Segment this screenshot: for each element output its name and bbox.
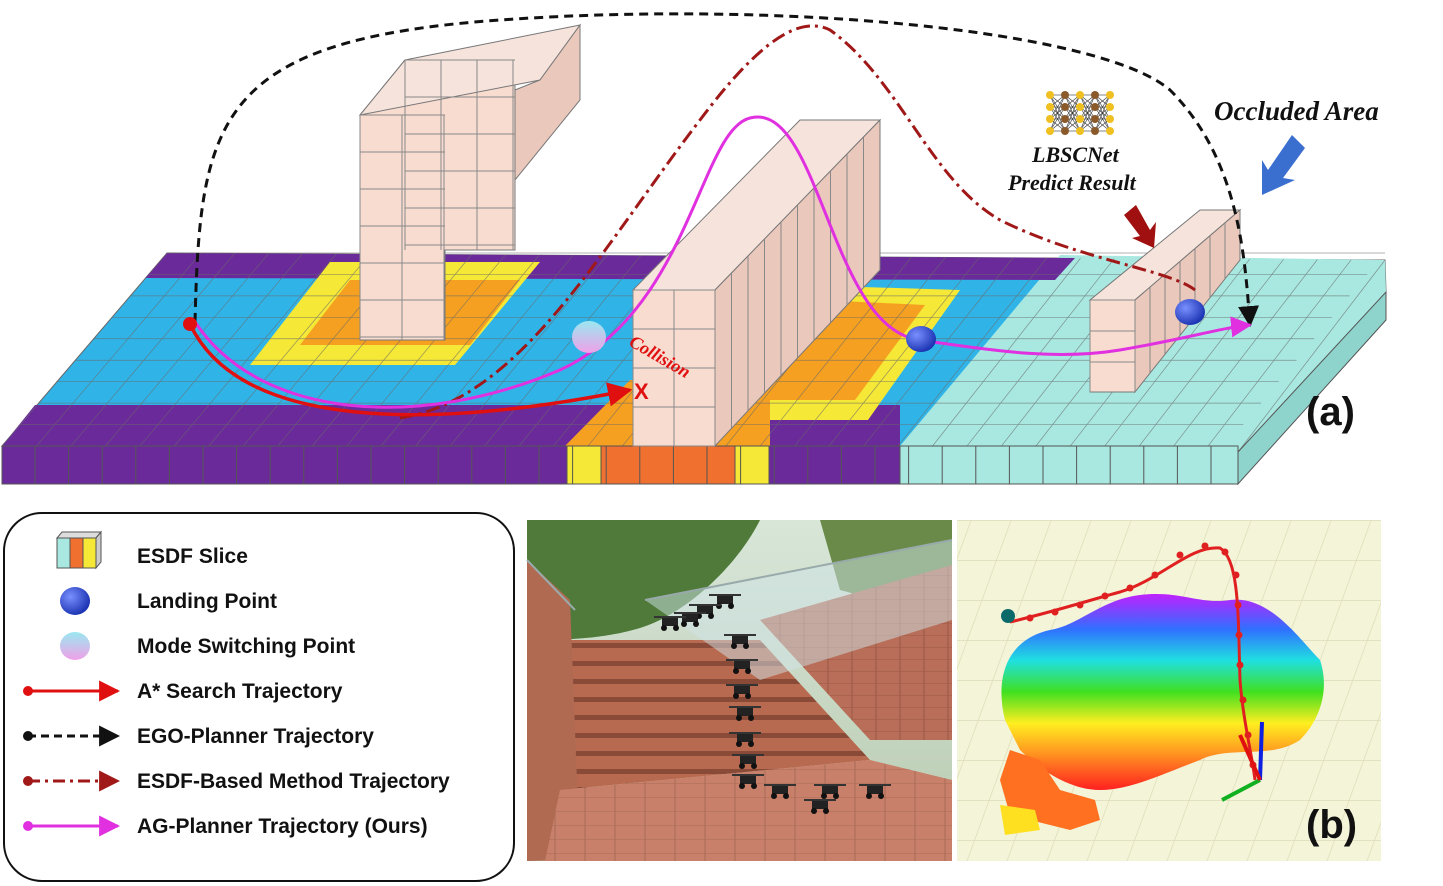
lbscnet-label: LBSCNet [1031, 142, 1120, 167]
esdf-based-trajectory [399, 24, 1196, 420]
predict-result-arrow-icon [1124, 205, 1156, 248]
photo-floor [545, 760, 952, 861]
right-wall-front [1089, 299, 1136, 393]
predict-result-label: Predict Result [1007, 170, 1137, 195]
landing-point-icon [60, 587, 90, 615]
rviz-start-marker [1001, 609, 1015, 623]
rviz-axis-z [1258, 721, 1264, 781]
lbscnet-network-icon [1046, 91, 1114, 135]
ag-planner-trajectory [193, 115, 1253, 409]
astar-trajectory-icon [23, 680, 121, 702]
ag-planner-trajectory-icon [23, 815, 121, 837]
panel-b-label: (b) [1306, 803, 1357, 847]
ego-planner-trajectory [193, 12, 1260, 328]
legend-box: ESDF Slice Landing Point Mode Switching … [3, 512, 515, 882]
ego-planner-trajectory-icon [23, 725, 121, 747]
landing-point-2 [1175, 299, 1205, 325]
legend-label-mode-switching: Mode Switching Point [137, 635, 355, 658]
astar-search-trajectory [188, 323, 633, 417]
middle-wall-grid [632, 137, 864, 447]
esdf-slice-icon [55, 530, 103, 570]
photo-glass-railing [645, 540, 952, 680]
photo-left-wall [527, 560, 580, 861]
experiment-photo [526, 520, 953, 861]
front-cell-dividers [34, 446, 1212, 484]
collision-marker: X [634, 379, 649, 404]
map-side-face [1237, 290, 1387, 486]
occluded-front-face [899, 445, 1239, 485]
occluded-area-label: Occluded Area [1214, 96, 1379, 126]
legend-label-esdf-slice: ESDF Slice [137, 545, 248, 568]
legend-label-astar: A* Search Trajectory [137, 680, 343, 703]
esdf-based-trajectory-icon [23, 770, 121, 792]
rviz-trajectory-points [1026, 542, 1257, 769]
legend-label-ag-planner: AG-Planner Trajectory (Ours) [137, 815, 428, 838]
legend-label-esdf-based: ESDF-Based Method Trajectory [137, 770, 450, 793]
photo-drones [654, 594, 891, 814]
left-tower-grid [359, 59, 515, 340]
legend-label-landing-point: Landing Point [137, 590, 277, 613]
landing-point-1 [906, 326, 936, 352]
rviz-trajectory [1009, 546, 1257, 781]
panel-a-esdf-map: X Collision Occluded Area LBSCNet Predic… [0, 12, 1387, 486]
legend-border [3, 512, 515, 882]
front-orange-cells [600, 445, 736, 485]
photo-staircase [560, 640, 870, 790]
photo-trees-left [527, 520, 760, 640]
panel-a-label: (a) [1306, 390, 1355, 434]
mode-switching-point [572, 321, 606, 353]
start-point [183, 317, 197, 331]
rviz-axis-x [1238, 734, 1262, 781]
legend-label-ego-planner: EGO-Planner Trajectory [137, 725, 374, 748]
rviz-esdf-front [1000, 805, 1040, 835]
rviz-visualization: (b) [957, 520, 1381, 861]
occluded-area-arrow-icon [1262, 135, 1305, 195]
mode-switching-point-icon [60, 632, 90, 660]
left-tower-side [514, 23, 581, 182]
rviz-axis-y [1221, 778, 1261, 802]
